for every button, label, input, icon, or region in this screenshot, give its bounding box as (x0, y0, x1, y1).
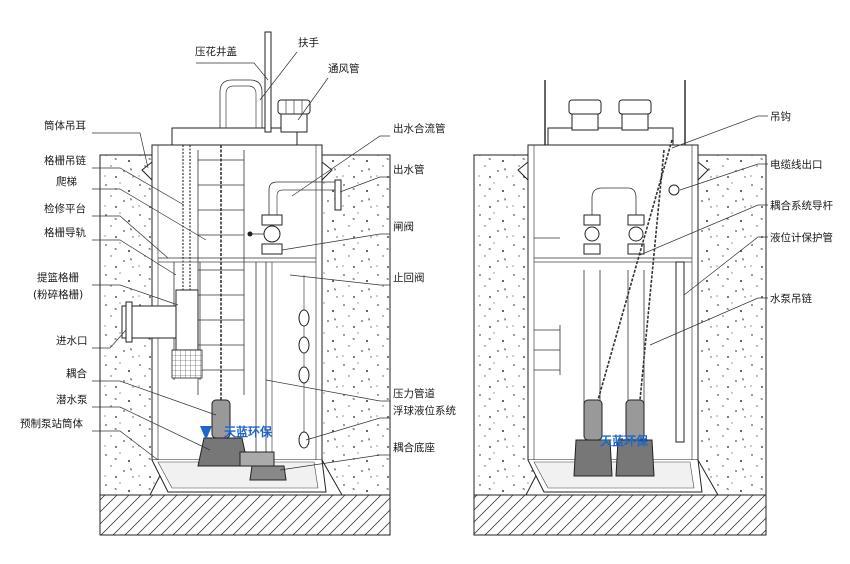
submersible-pump-left (197, 399, 287, 481)
label-outlet: 出水管 (393, 163, 425, 176)
label-grille-rail: 格栅导轨 (44, 226, 86, 239)
labels-mid: 出水合流管 出水管 闸阀 止回阀 压力管道 浮球液位系统 耦合底座 (393, 122, 456, 454)
label-ladder: 爬梯 (56, 175, 77, 188)
label-level-pipe: 液位计保护管 (770, 231, 833, 244)
submersible-pumps-right (573, 399, 655, 477)
label-float: 浮球液位系统 (393, 404, 456, 417)
logo-right: 天蓝环保 (600, 433, 649, 448)
label-pump: 潜水泵 (56, 393, 88, 406)
label-cable-outlet: 电缆线出口 (770, 158, 823, 171)
label-shell: 预制泵站筒体 (20, 417, 83, 430)
label-coupling-base: 耦合底座 (393, 441, 435, 454)
label-basket-grille: 提篮格栅 (37, 271, 79, 284)
label-outlet-merge: 出水合流管 (393, 122, 446, 135)
label-check-valve: 止回阀 (393, 271, 425, 284)
label-pressure-pipe: 压力管道 (393, 387, 435, 400)
label-guide-rod: 耦合系统导杆 (770, 199, 833, 212)
foundation-slab-right (473, 494, 767, 536)
concrete-right-outer (321, 154, 391, 496)
right-station: 天蓝环保 (473, 80, 767, 536)
label-hook: 吊钩 (770, 111, 791, 123)
tank-shell-right (527, 144, 699, 461)
logo-left: 天蓝环保 (224, 424, 273, 439)
leader-lines (92, 51, 768, 471)
label-platform: 检修平台 (44, 202, 86, 215)
label-handrail: 扶手 (298, 36, 319, 49)
labels-left: 压花井盖 扶手 通风管 筒体吊耳 格栅吊链 爬梯 检修平台 格栅导轨 提篮格栅 … (20, 36, 360, 430)
label-coupling: 耦合 (66, 367, 87, 380)
left-station: 天蓝环保 (99, 31, 391, 536)
label-crush-grille: (粉碎格栅) (33, 288, 83, 301)
label-gate-valve: 闸阀 (393, 220, 414, 233)
manhole-cover-left (171, 127, 298, 146)
label-grille-chain: 格栅吊链 (44, 154, 86, 167)
foundation-slab-left (99, 494, 391, 536)
label-inlet: 进水口 (56, 335, 88, 347)
labels-right: 吊钩 电缆线出口 耦合系统导杆 液位计保护管 水泵吊链 (770, 111, 833, 305)
label-cover: 压花井盖 (195, 45, 237, 58)
label-lifting-lug: 筒体吊耳 (44, 119, 86, 132)
label-pump-chain: 水泵吊链 (770, 292, 812, 305)
label-vent: 通风管 (328, 62, 360, 75)
